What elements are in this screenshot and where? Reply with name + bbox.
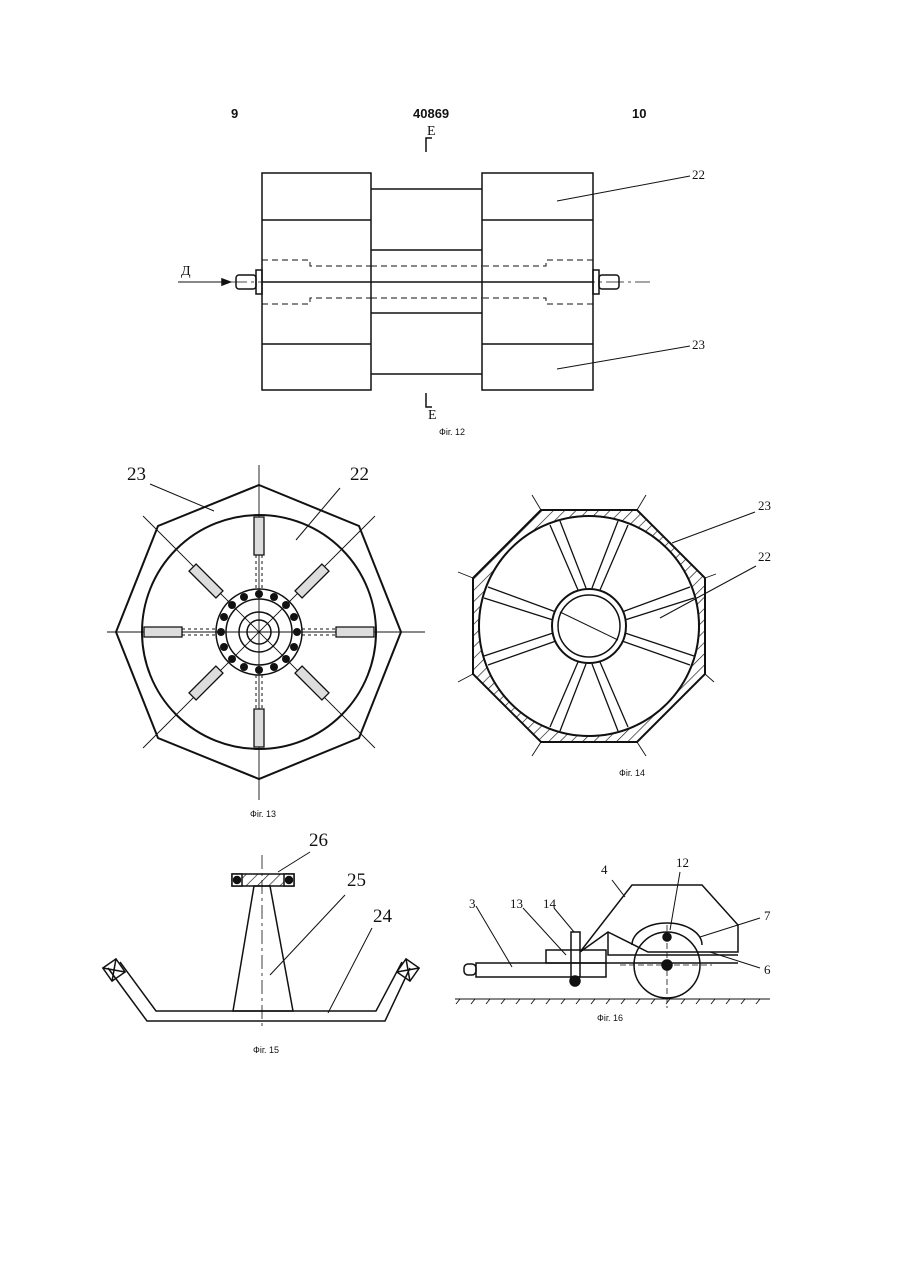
fig16-label-6: 6	[764, 962, 771, 978]
fig16-label-4: 4	[601, 862, 608, 878]
fig16-caption: Фіг. 16	[597, 1013, 623, 1023]
fig12-section-top-label: Е	[427, 124, 436, 140]
fig12-section-bottom-label: Е	[428, 408, 437, 424]
fig14-label-23: 23	[758, 498, 771, 514]
fig12-drawing	[178, 138, 690, 407]
fig14-caption: Фіг. 14	[619, 768, 645, 778]
fig15-label-26: 26	[309, 830, 328, 852]
fig15-caption: Фіг. 15	[253, 1045, 279, 1055]
fig16-label-7: 7	[764, 908, 771, 924]
fig14-drawing	[458, 495, 756, 756]
fig13-label-22: 22	[350, 464, 369, 486]
fig13-drawing	[107, 465, 425, 800]
fig16-label-3: 3	[469, 896, 476, 912]
fig16-label-14: 14	[543, 896, 556, 912]
fig12-arrow-label: Д	[181, 264, 191, 280]
fig14-label-22: 22	[758, 549, 771, 565]
fig12-label-23: 23	[692, 337, 705, 353]
fig13-caption: Фіг. 13	[250, 809, 276, 819]
fig12-label-22: 22	[692, 167, 705, 183]
fig12-caption: Фіг. 12	[439, 427, 465, 437]
fig15-drawing	[103, 852, 419, 1030]
fig16-drawing	[455, 872, 770, 1008]
fig13-label-23: 23	[127, 464, 146, 486]
fig16-label-12: 12	[676, 855, 689, 871]
fig16-label-13: 13	[510, 896, 523, 912]
fig15-label-25: 25	[347, 870, 366, 892]
fig15-label-24: 24	[373, 906, 392, 928]
